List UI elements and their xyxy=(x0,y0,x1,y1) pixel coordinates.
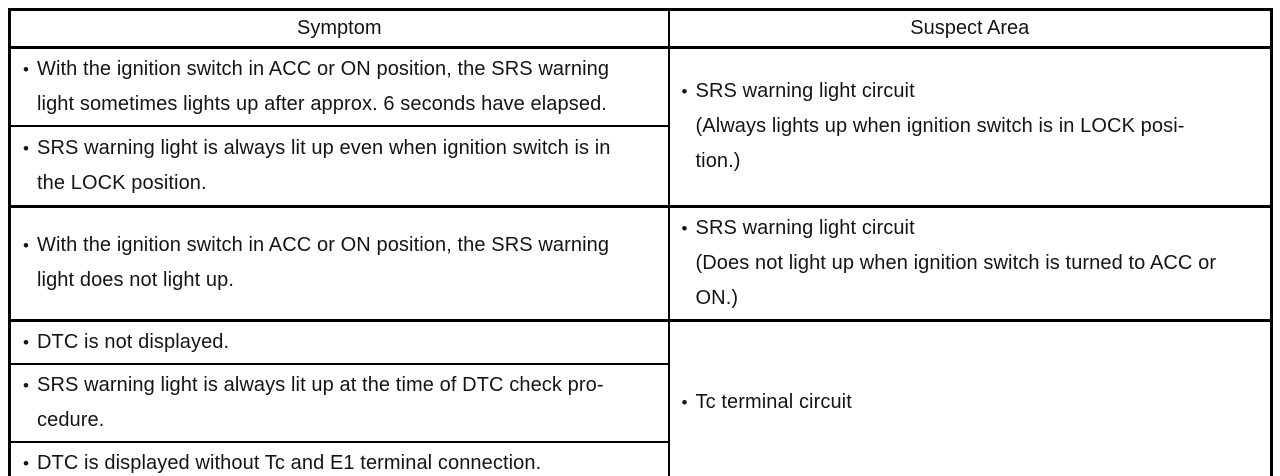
symptom-cell: • DTC is not displayed. xyxy=(8,318,670,365)
suspect-area-column-header: Suspect Area xyxy=(667,8,1273,49)
suspect-area-text: SRS warning light circuit (Always lights… xyxy=(695,80,1185,173)
bullet-icon: • xyxy=(681,393,688,412)
bullet-icon: • xyxy=(23,138,29,158)
bullet-icon: • xyxy=(23,236,29,255)
table-row: • SRS warning light is always lit up eve… xyxy=(8,125,1272,207)
bullet-icon: • xyxy=(23,453,29,473)
bullet-icon: • xyxy=(681,218,688,238)
symptom-text: With the ignition switch in ACC or ON po… xyxy=(37,58,610,115)
symptom-text: DTC is not displayed. xyxy=(37,330,230,353)
suspect-area-cell: • SRS warning light circuit (Does not li… xyxy=(667,204,1273,321)
suspect-area-cell: • Tc terminal circuit xyxy=(667,318,1273,476)
symptom-cell: • SRS warning light is always lit up at … xyxy=(8,362,670,443)
symptom-cell: • With the ignition switch in ACC or ON … xyxy=(8,46,670,127)
table-row: • SRS warning light is always lit up at … xyxy=(8,362,1272,443)
suspect-area-text: Tc terminal circuit xyxy=(695,391,852,413)
symptom-text: With the ignition switch in ACC or ON po… xyxy=(37,234,610,291)
table-row: • DTC is displayed without Tc and E1 ter… xyxy=(8,440,1272,476)
table-row: • With the ignition switch in ACC or ON … xyxy=(8,46,1273,207)
bullet-icon: • xyxy=(23,60,29,79)
symptom-column-header: Symptom xyxy=(8,8,670,49)
table-header-row: Symptom Suspect Area xyxy=(8,8,1273,49)
bullet-icon: • xyxy=(23,332,29,352)
suspect-area-cell: • SRS warning light circuit (Always ligh… xyxy=(667,46,1273,207)
symptom-suspect-table: Symptom Suspect Area • With the ignition… xyxy=(8,8,1273,476)
table-row: • With the ignition switch in ACC or ON … xyxy=(8,204,1273,321)
suspect-area-text: SRS warning light circuit (Does not ligh… xyxy=(695,216,1217,309)
symptom-cell: • DTC is displayed without Tc and E1 ter… xyxy=(8,440,670,476)
bullet-icon: • xyxy=(681,82,688,102)
bullet-icon: • xyxy=(23,375,29,395)
symptom-text: SRS warning light is always lit up even … xyxy=(37,136,611,194)
symptom-cell: • With the ignition switch in ACC or ON … xyxy=(8,204,670,321)
symptom-text: SRS warning light is always lit up at th… xyxy=(37,373,604,431)
symptom-cell: • SRS warning light is always lit up eve… xyxy=(8,125,670,207)
symptom-text: DTC is displayed without Tc and E1 termi… xyxy=(37,451,542,474)
table-row: • DTC is not displayed. • Tc terminal ci… xyxy=(8,318,1273,476)
